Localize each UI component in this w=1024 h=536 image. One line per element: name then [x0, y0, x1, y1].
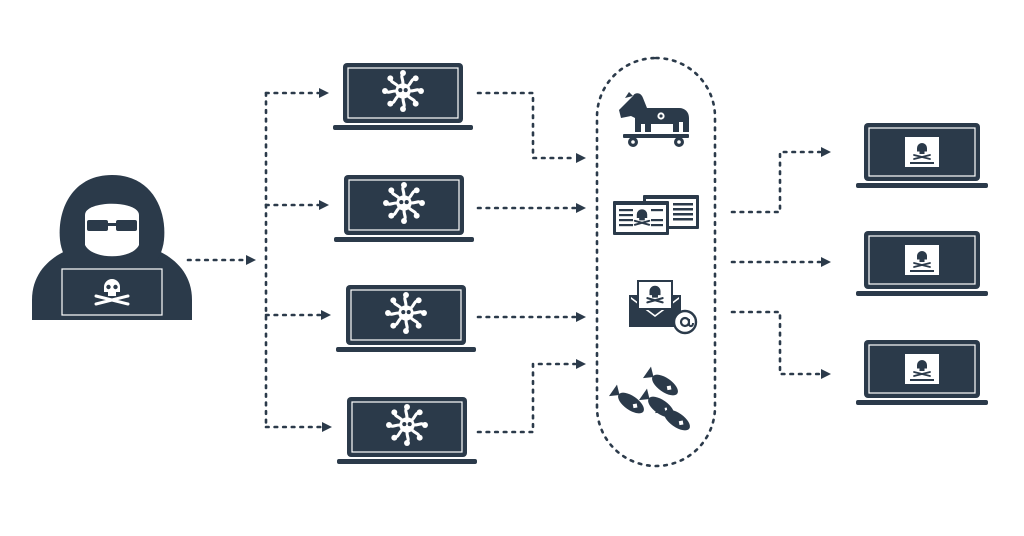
- arrowhead: [319, 200, 329, 210]
- laptop-icon: [337, 397, 477, 464]
- attack-vectors-container: [595, 56, 717, 468]
- bombs-icon: [608, 366, 690, 431]
- attacker-laptop-icon: [57, 264, 167, 320]
- infected-computer-2: [334, 175, 474, 242]
- arrowhead: [821, 257, 831, 267]
- connector-infected-1-to-vectors: [476, 91, 577, 160]
- laptop-icon: [855, 122, 989, 189]
- arrowhead: [576, 153, 586, 163]
- arrowhead: [821, 147, 831, 157]
- skull-crossbones-icon: [94, 279, 130, 306]
- arrowhead: [319, 88, 329, 98]
- laptop-icon: [334, 175, 474, 242]
- infected-computer-4: [337, 397, 477, 464]
- laptop-icon: [336, 285, 476, 352]
- connector-vectors-to-victim-1: [730, 150, 822, 214]
- laptop-icon: [333, 63, 473, 130]
- trojan-horse-icon: [619, 92, 689, 147]
- attacker-node: [32, 175, 192, 320]
- victim-computer-1: [855, 122, 989, 189]
- arrowhead: [576, 203, 586, 213]
- arrowhead: [576, 359, 586, 369]
- infected-computer-1: [333, 63, 473, 130]
- arrowhead: [246, 255, 256, 265]
- arrowhead: [321, 310, 331, 320]
- phishing-email-icon: [629, 280, 698, 335]
- laptop-icon: [855, 339, 989, 406]
- victim-computer-2: [855, 230, 989, 297]
- infected-computer-3: [336, 285, 476, 352]
- malicious-document-icon: [613, 195, 699, 235]
- connections: [186, 88, 831, 434]
- arrowhead: [576, 312, 586, 322]
- connector-vectors-to-victim-3: [730, 310, 822, 376]
- arrowhead: [322, 422, 332, 432]
- connector-infected-4-to-vectors: [476, 362, 577, 434]
- arrowhead: [821, 369, 831, 379]
- laptop-icon: [855, 230, 989, 297]
- victim-computer-3: [855, 339, 989, 406]
